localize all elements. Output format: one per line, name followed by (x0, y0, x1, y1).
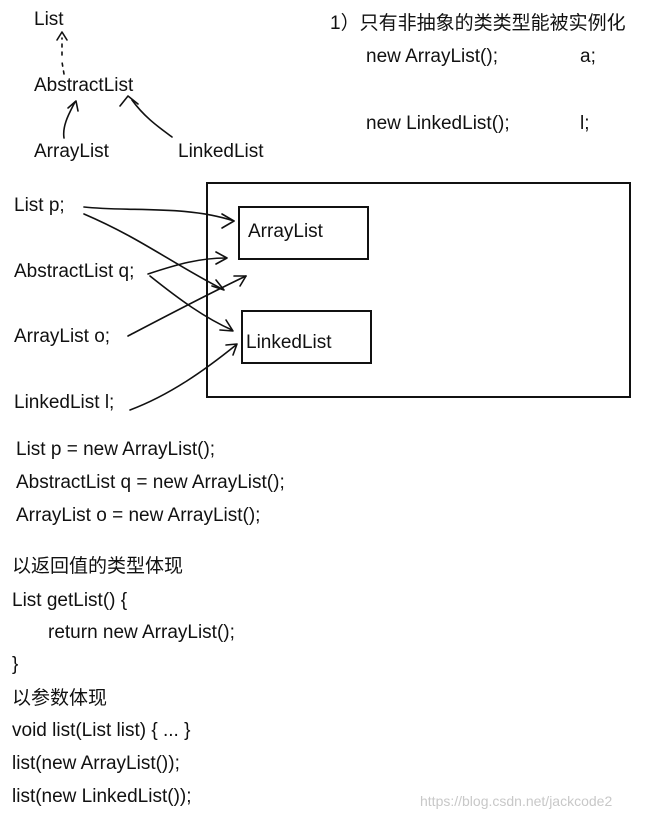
return-code-line-1: List getList() { (12, 590, 128, 611)
arrow-abstractlist-to-list-head (56, 31, 68, 41)
param-code-line-2: list(new ArrayList()); (12, 753, 180, 774)
return-code-line-3: } (12, 654, 19, 675)
ref-abstract-list-q: AbstractList q; (14, 261, 135, 282)
param-section-heading: 以参数体现 (12, 688, 108, 709)
arrow-abstractlist-to-list (61, 61, 65, 75)
note-heading: 1）只有非抽象的类类型能被实例化 (330, 13, 626, 34)
return-section-heading: 以返回值的类型体现 (12, 556, 184, 577)
object-linked-list-label: LinkedList (246, 332, 332, 353)
arrow-arraylist-to-abstractlist-head (67, 100, 79, 112)
object-linked-list (241, 310, 372, 364)
node-linked-list: LinkedList (178, 141, 264, 162)
return-code-line-2: return new ArrayList(); (48, 622, 235, 643)
node-abstract-list: AbstractList (34, 75, 134, 96)
arrow-arraylist-to-abstractlist (62, 101, 76, 139)
note-line2-code: new LinkedList(); (366, 113, 510, 134)
arrow-linkedlist-to-abstractlist-head (119, 95, 139, 107)
note-line1-code: new ArrayList(); (366, 46, 498, 67)
node-list: List (34, 9, 64, 30)
object-array-list-label: ArrayList (248, 221, 323, 242)
watermark: https://blog.csdn.net/jackcode2 (420, 793, 613, 809)
ref-list-p: List p; (14, 195, 65, 216)
assignment-line-1: List p = new ArrayList(); (16, 439, 216, 460)
note-line1-var: a; (580, 46, 596, 67)
ref-array-list-o: ArrayList o; (14, 326, 111, 347)
param-code-line-3: list(new LinkedList()); (12, 786, 192, 807)
node-array-list: ArrayList (34, 141, 109, 162)
assignment-line-3: ArrayList o = new ArrayList(); (16, 505, 261, 526)
param-code-line-1: void list(List list) { ... } (12, 720, 191, 741)
object-array-list (238, 206, 369, 260)
note-line2-var: l; (580, 113, 590, 134)
assignment-line-2: AbstractList q = new ArrayList(); (16, 472, 285, 493)
ref-linked-list-l: LinkedList l; (14, 392, 115, 413)
arrow-linkedlist-to-abstractlist (131, 99, 173, 138)
